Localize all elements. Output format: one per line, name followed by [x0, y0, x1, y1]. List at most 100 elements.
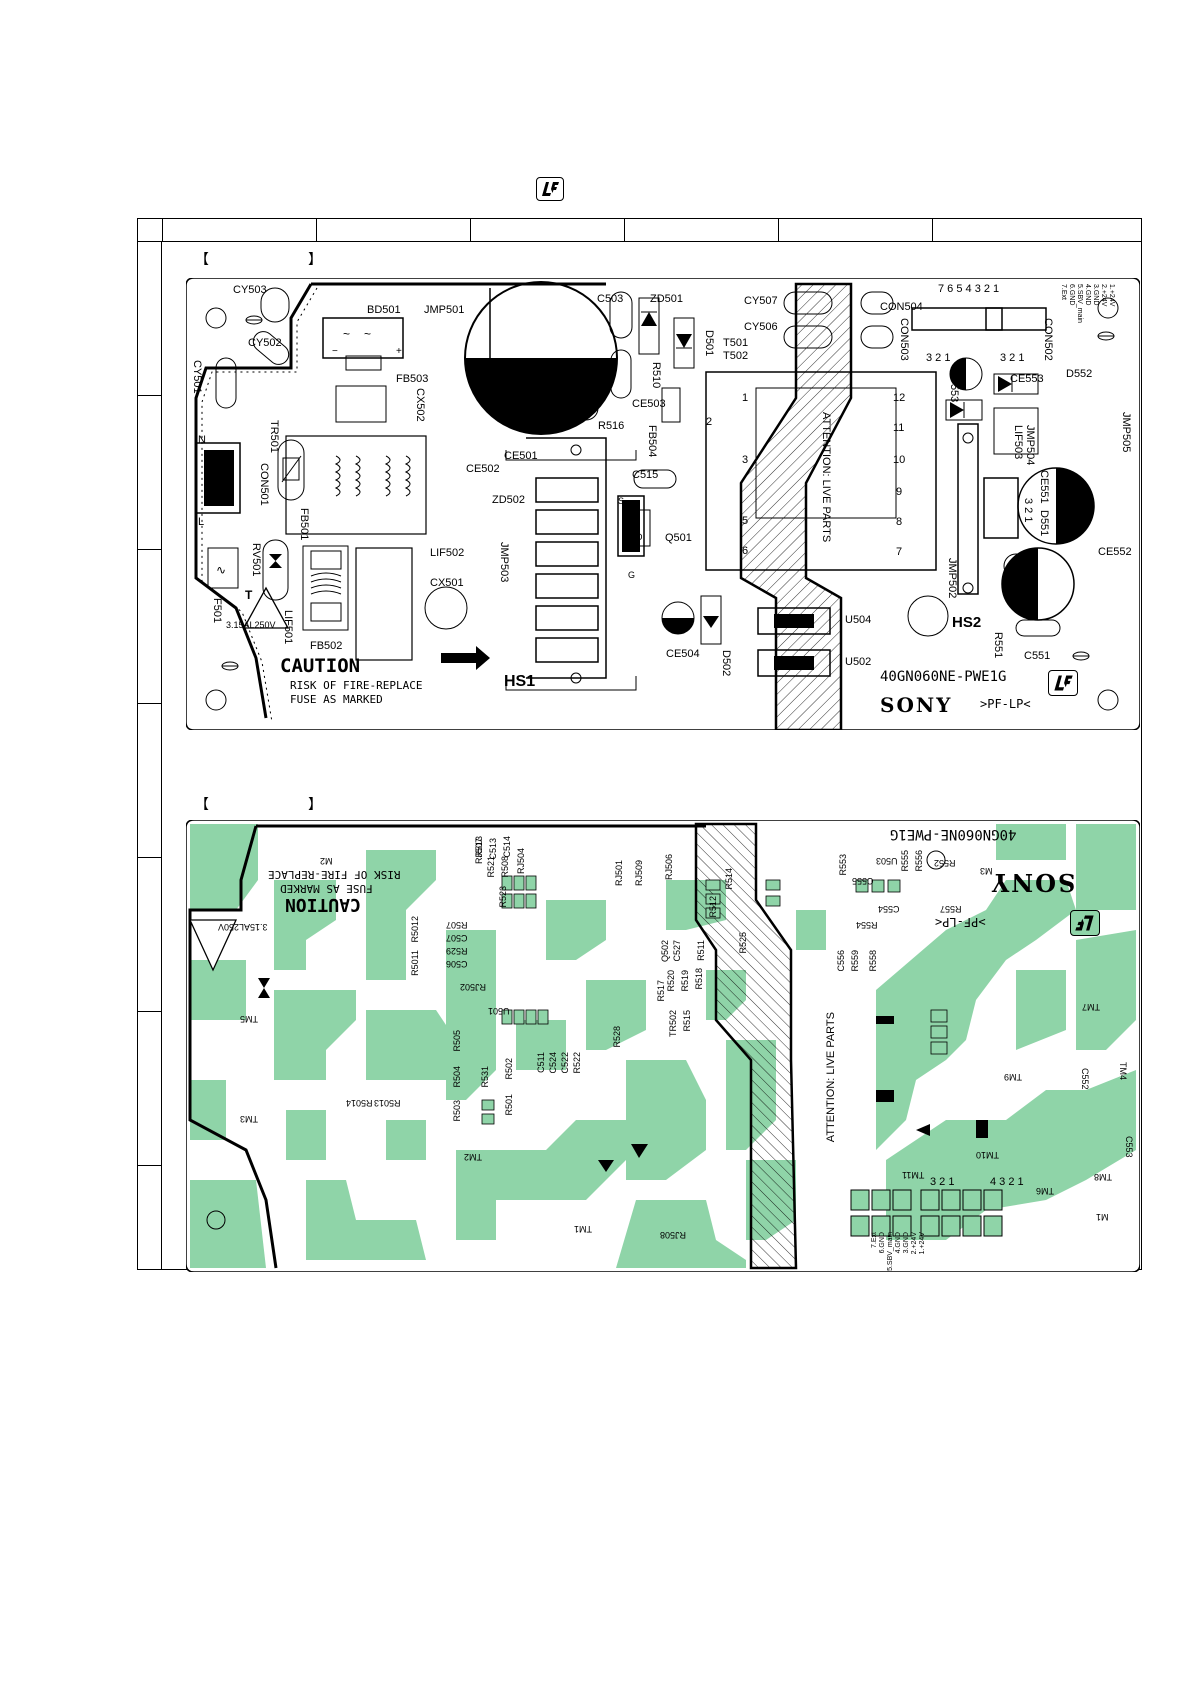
label-tm11: TM11: [902, 1170, 925, 1180]
con504-legend-3: 3.GND: [1092, 284, 1099, 306]
label-c503: C503: [597, 293, 624, 305]
fuse-rating: 3.15AL250V: [226, 620, 276, 630]
con504-legend-6: 6.GND: [1068, 284, 1075, 306]
pin-label-l: L: [198, 516, 205, 528]
label-r555: R555: [900, 850, 910, 872]
label-c514: C514: [502, 836, 512, 858]
row-header-4: [137, 704, 161, 858]
label-r508: R508: [500, 856, 510, 878]
top-board-outline: ~~ −+ ∿: [186, 278, 1140, 730]
label-m2: M2: [320, 856, 333, 866]
top-board-bracket-close: 】: [308, 251, 322, 267]
label-u504: U504: [845, 614, 872, 626]
column-header-6: [933, 219, 1141, 241]
material-mark-top: >PF-LP<: [980, 697, 1031, 711]
svg-text:+: +: [396, 346, 402, 357]
lf-logo-bottom-icon: [1070, 910, 1100, 936]
row-header-5: [137, 858, 161, 1012]
pin-label-8: 8: [896, 516, 903, 528]
label-con503: CON503: [898, 318, 910, 361]
label-r559: R559: [850, 950, 860, 972]
label-tm5: TM5: [240, 1014, 258, 1024]
row-header-3: [137, 550, 161, 704]
con502-pin-numbers: 3 2 1: [1000, 352, 1025, 364]
con504-legend-4: 4.GND: [1084, 284, 1091, 306]
label-r525: R525: [738, 932, 748, 954]
label-tm4: TM4: [1118, 1062, 1128, 1080]
con504-legend-1: 1.+24V: [1108, 284, 1115, 307]
label-c515: C515: [632, 469, 659, 481]
label-rj502: RJ502: [460, 982, 487, 992]
pin-label-1: 1: [742, 392, 749, 404]
d551-pin-numbers: 3 2 1: [1022, 498, 1034, 523]
label-ce501: CE501: [504, 450, 538, 462]
label-jmp504: JMP504: [1024, 425, 1036, 466]
label-fb503: FB503: [396, 373, 429, 385]
label-tr502: TR502: [668, 1010, 678, 1038]
label-r515: R515: [682, 1010, 692, 1032]
label-cx501: CX501: [430, 577, 464, 589]
caution-title-bottom: CAUTION: [285, 894, 361, 915]
label-d552: D552: [1066, 368, 1093, 380]
label-fb504: FB504: [646, 425, 658, 458]
label-tr501: TR501: [268, 420, 280, 454]
attention-live-parts-top: ATTENTION: LIVE PARTS: [820, 412, 832, 543]
label-r519: R519: [680, 970, 690, 992]
label-r5013: R5013: [374, 1098, 401, 1108]
pin-label-5: 5: [742, 515, 749, 527]
label-lif503: LIF503: [1012, 425, 1024, 460]
column-header-4: [625, 219, 779, 241]
label-q502: Q502: [660, 940, 670, 963]
label-r552: R552: [934, 858, 956, 868]
label-cy501: CY501: [191, 360, 203, 394]
caution-line2-bottom: FUSE AS MARKED: [280, 882, 373, 895]
bottom-conn-pins-a: 3 2 1: [930, 1176, 955, 1188]
label-ce551: CE551: [1038, 470, 1050, 504]
label-r5011: R5011: [410, 950, 420, 976]
row-header-column: [137, 242, 162, 1270]
label-rj501: RJ501: [614, 860, 624, 887]
con504-legend-2: 2.+24V: [1100, 284, 1107, 307]
label-r5014: R5014: [346, 1098, 373, 1108]
bottom-conn-pins-b: 4 3 2 1: [990, 1176, 1024, 1188]
label-rv501: RV501: [250, 543, 262, 577]
label-r513: R513: [474, 836, 484, 858]
label-tm10: TM10: [976, 1150, 1000, 1160]
label-cy503: CY503: [233, 284, 267, 296]
label-r551: R551: [992, 632, 1004, 659]
model-number-top: 40GN060NE-PWE1G: [880, 669, 1007, 685]
label-tm7: TM7: [1082, 1002, 1100, 1012]
svg-text:∿: ∿: [216, 563, 226, 577]
caution-title: CAUTION: [280, 655, 361, 677]
label-r531: R531: [480, 1066, 490, 1088]
label-cx502: CX502: [414, 388, 426, 422]
label-q501: Q501: [665, 532, 692, 544]
label-r553: R553: [838, 854, 848, 876]
heatsink-hs1: HS1: [504, 673, 536, 690]
label-r507: R507: [446, 920, 468, 930]
label-ce504: CE504: [666, 648, 700, 660]
label-ce502: CE502: [466, 463, 500, 475]
svg-text:~: ~: [343, 327, 350, 341]
label-r522: R522: [572, 1052, 582, 1074]
label-c556: C556: [836, 950, 846, 972]
row-header-7: [137, 1166, 161, 1320]
label-r501: R501: [504, 1094, 514, 1116]
label-r557: R557: [940, 904, 962, 914]
label-r517: R517: [656, 980, 666, 1002]
label-tm9: TM9: [1004, 1072, 1022, 1082]
label-cy507: CY507: [744, 295, 778, 307]
label-tm1: TM1: [574, 1224, 592, 1234]
brand-logo-top: SONY: [880, 693, 953, 717]
svg-text:~: ~: [364, 327, 371, 341]
label-m3: M3: [980, 866, 993, 876]
label-c553: C553: [1124, 1136, 1134, 1158]
model-number-bottom: 40GN060NE-PWE1G: [890, 826, 1017, 842]
pin-label-11: 11: [893, 422, 905, 434]
label-r510: R510: [650, 362, 662, 389]
pin-label-10: 10: [893, 454, 906, 466]
label-fb502: FB502: [310, 640, 343, 652]
label-r529: R529: [446, 946, 468, 956]
attention-live-parts-bottom: ATTENTION: LIVE PARTS: [825, 1012, 837, 1143]
label-r503: R503: [452, 1100, 462, 1122]
